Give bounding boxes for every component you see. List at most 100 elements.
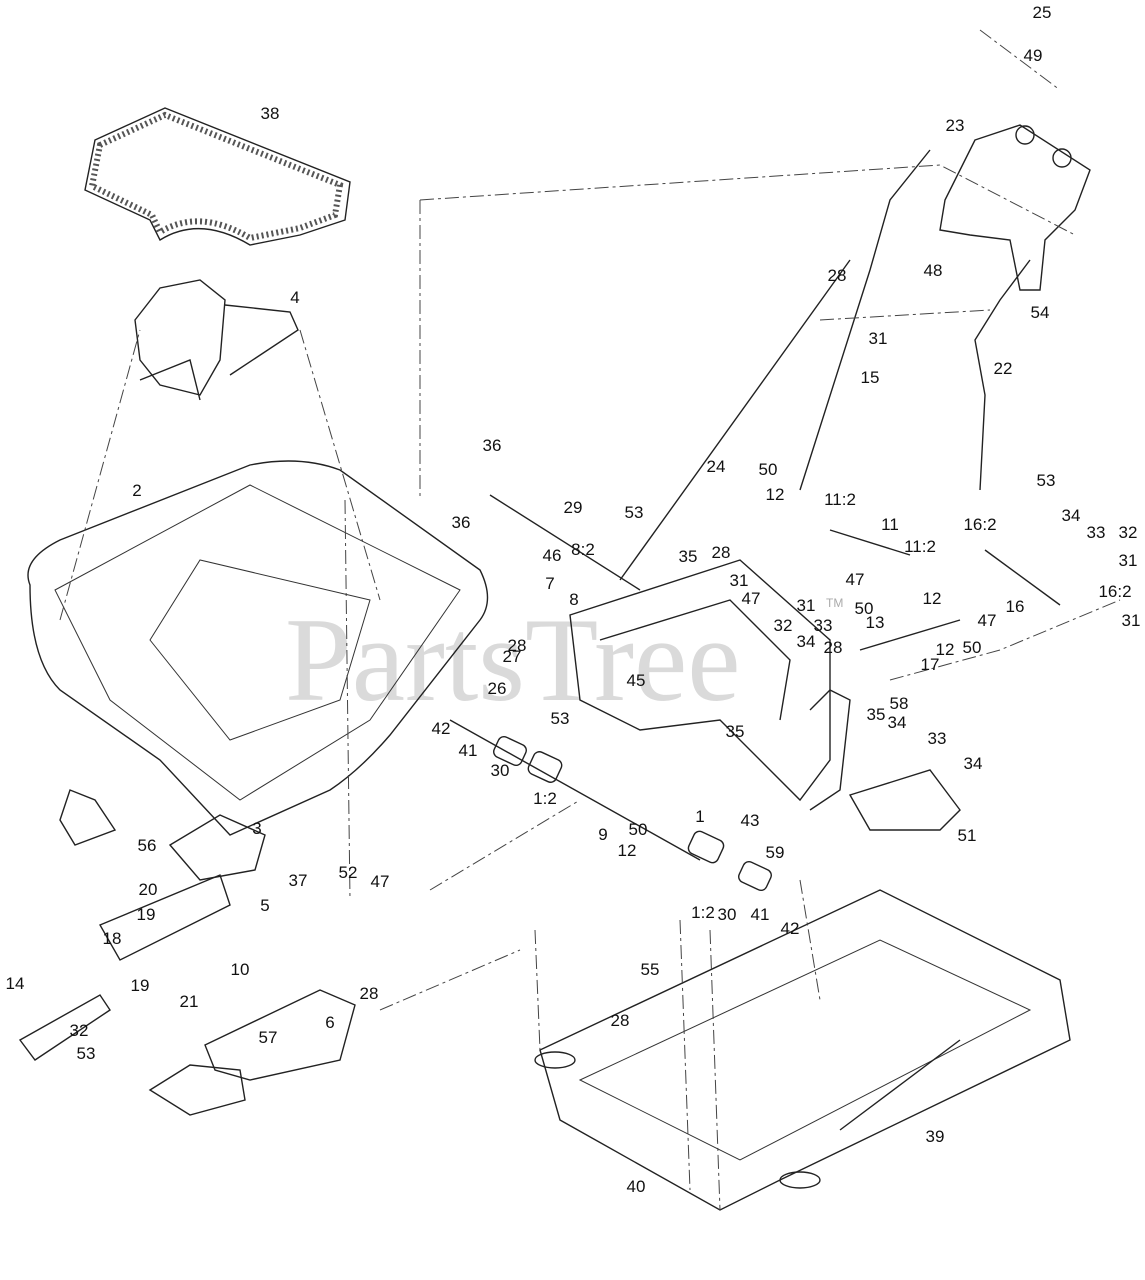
callout-53: 53 bbox=[77, 1044, 96, 1063]
callout-47: 47 bbox=[371, 872, 390, 891]
callout-39: 39 bbox=[926, 1127, 945, 1146]
callout-11-2: 11:2 bbox=[824, 490, 856, 509]
callout-52: 52 bbox=[339, 863, 358, 882]
callout-41: 41 bbox=[751, 905, 770, 924]
mount-frame-part bbox=[569, 559, 961, 831]
callout-28: 28 bbox=[611, 1011, 630, 1030]
callout-21: 21 bbox=[180, 992, 199, 1011]
control-box-part bbox=[939, 124, 1091, 291]
callout-48: 48 bbox=[924, 261, 943, 280]
grate-part bbox=[84, 107, 351, 246]
callout-25: 25 bbox=[1033, 3, 1052, 22]
callout-12: 12 bbox=[923, 589, 942, 608]
callout-36: 36 bbox=[452, 513, 471, 532]
callout-17: 17 bbox=[921, 655, 940, 674]
callout-36: 36 bbox=[483, 436, 502, 455]
callout-12: 12 bbox=[766, 485, 785, 504]
callout-41: 41 bbox=[459, 741, 478, 760]
callout-33: 33 bbox=[1087, 523, 1106, 542]
callout-34: 34 bbox=[1062, 506, 1081, 525]
callout-3: 3 bbox=[252, 819, 261, 838]
callout-53: 53 bbox=[551, 709, 570, 728]
callout-38: 38 bbox=[261, 104, 280, 123]
callout-28: 28 bbox=[360, 984, 379, 1003]
callout-28: 28 bbox=[824, 638, 843, 657]
callout-31: 31 bbox=[797, 596, 816, 615]
callout-12: 12 bbox=[936, 640, 955, 659]
callout-51: 51 bbox=[958, 826, 977, 845]
assembly-guide-lines bbox=[59, 29, 1121, 1211]
callout-35: 35 bbox=[679, 547, 698, 566]
callout-27: 27 bbox=[503, 647, 522, 666]
callout-15: 15 bbox=[861, 368, 880, 387]
callout-30: 30 bbox=[491, 761, 510, 780]
callout-45: 45 bbox=[627, 671, 646, 690]
callout-11-2: 11:2 bbox=[904, 537, 936, 556]
callout-1-2: 1:2 bbox=[533, 789, 557, 808]
tractor-frame-part bbox=[534, 889, 1071, 1211]
callout-40: 40 bbox=[627, 1177, 646, 1196]
callout-14: 14 bbox=[6, 974, 25, 993]
callout-42: 42 bbox=[781, 919, 800, 938]
callout-11: 11 bbox=[881, 515, 899, 534]
callout-26: 26 bbox=[488, 679, 507, 698]
callout-16: 16 bbox=[1006, 597, 1025, 616]
callout-28: 28 bbox=[712, 543, 731, 562]
callout-8-2: 8:2 bbox=[571, 540, 595, 559]
callout-22: 22 bbox=[994, 359, 1013, 378]
callout-30: 30 bbox=[718, 905, 737, 924]
callout-6: 6 bbox=[325, 1013, 334, 1032]
callout-31: 31 bbox=[869, 329, 888, 348]
callout-4: 4 bbox=[290, 288, 299, 307]
control-linkage bbox=[449, 149, 1061, 861]
callout-19: 19 bbox=[131, 976, 150, 995]
callout-16-2: 16:2 bbox=[963, 515, 996, 534]
callout-49: 49 bbox=[1024, 46, 1043, 65]
callout-43: 43 bbox=[741, 811, 760, 830]
callout-47: 47 bbox=[846, 570, 865, 589]
trademark: TM bbox=[826, 596, 843, 610]
callout-55: 55 bbox=[641, 960, 660, 979]
callout-7: 7 bbox=[545, 574, 554, 593]
callout-1-2: 1:2 bbox=[691, 903, 715, 922]
spinner-assembly bbox=[18, 789, 356, 1116]
callout-31: 31 bbox=[1119, 551, 1138, 570]
callout-46: 46 bbox=[543, 546, 562, 565]
callout-53: 53 bbox=[1037, 471, 1056, 490]
callout-58: 58 bbox=[890, 694, 909, 713]
callout-20: 20 bbox=[139, 880, 158, 899]
callout-1: 1 bbox=[695, 807, 704, 826]
callout-2: 2 bbox=[132, 481, 141, 500]
callout-16-2: 16:2 bbox=[1098, 582, 1131, 601]
callout-13: 13 bbox=[866, 613, 885, 632]
motor-part bbox=[134, 279, 299, 401]
callout-34: 34 bbox=[797, 632, 816, 651]
callout-53: 53 bbox=[625, 503, 644, 522]
callout-50: 50 bbox=[963, 638, 982, 657]
callout-8: 8 bbox=[569, 590, 578, 609]
callout-9: 9 bbox=[598, 825, 607, 844]
callout-50: 50 bbox=[759, 460, 778, 479]
callout-34: 34 bbox=[964, 754, 983, 773]
callout-42: 42 bbox=[432, 719, 451, 738]
callout-59: 59 bbox=[766, 843, 785, 862]
callout-32: 32 bbox=[70, 1021, 89, 1040]
callout-34: 34 bbox=[888, 713, 907, 732]
watermark: PartsTree bbox=[285, 593, 741, 726]
callout-31: 31 bbox=[730, 571, 749, 590]
hopper-part bbox=[27, 460, 489, 836]
callout-28: 28 bbox=[828, 266, 847, 285]
callout-31: 31 bbox=[1122, 611, 1141, 630]
callout-12: 12 bbox=[618, 841, 637, 860]
callout-33: 33 bbox=[814, 616, 833, 635]
callout-54: 54 bbox=[1031, 303, 1050, 322]
callout-37: 37 bbox=[289, 871, 308, 890]
bushing-parts bbox=[493, 735, 772, 892]
callout-32: 32 bbox=[774, 616, 793, 635]
callout-23: 23 bbox=[946, 116, 965, 135]
callout-29: 29 bbox=[564, 498, 583, 517]
callout-32: 32 bbox=[1119, 523, 1138, 542]
callout-50: 50 bbox=[855, 599, 874, 618]
